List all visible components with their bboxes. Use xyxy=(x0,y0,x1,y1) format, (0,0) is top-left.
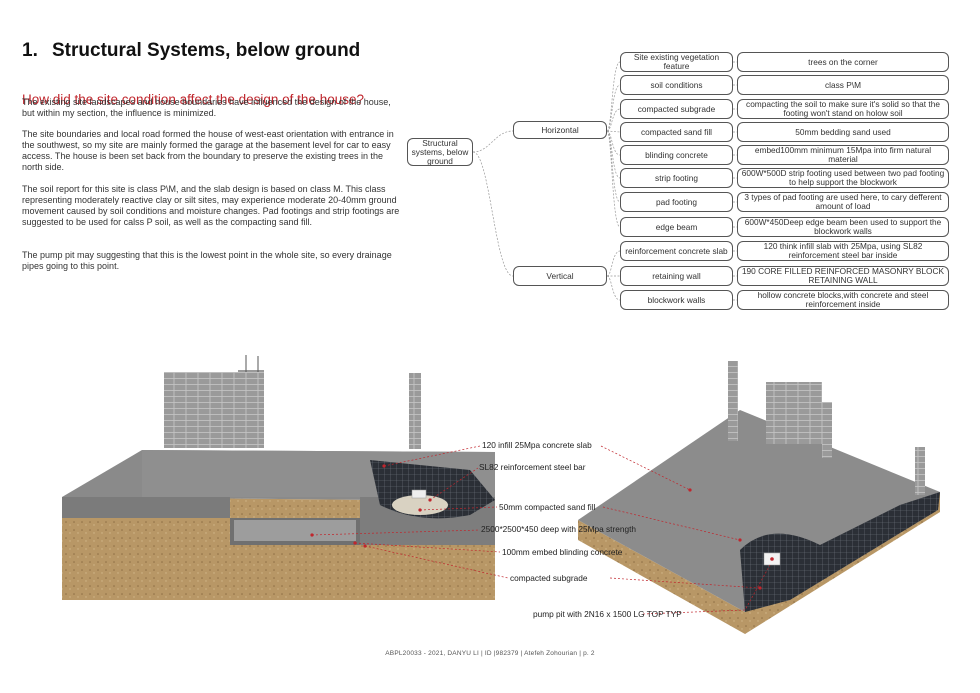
annotation-concrete-slab: 120 infill 25Mpa concrete slab xyxy=(482,440,592,450)
annotation-markers xyxy=(310,464,762,590)
title-text: Structural Systems, below ground xyxy=(52,40,361,61)
tree-item-name: reinforcement concrete slab xyxy=(620,241,733,261)
tree-horizontal-box: Horizontal xyxy=(513,121,607,139)
annotation-pad-footing: 2500*2500*450 deep with 25Mpa strength xyxy=(481,524,636,534)
annotation-sand-fill: 50mm compacted sand fill xyxy=(499,502,596,512)
tree-item-name: compacted subgrade xyxy=(620,99,733,119)
annotation-blinding-concrete: 100mm embed blinding concrete xyxy=(502,547,623,557)
tree-root-box: Structural systems, below ground xyxy=(407,138,473,166)
tree-item-desc: 600W*500D strip footing used between two… xyxy=(737,168,949,188)
tree-item-name: edge beam xyxy=(620,217,733,237)
section-question: How did the site condition affect the de… xyxy=(22,92,364,107)
tree-item-name: soil conditions xyxy=(620,75,733,95)
tree-vertical-box: Vertical xyxy=(513,266,607,286)
tree-item-name: compacted sand fill xyxy=(620,122,733,142)
section-illustration xyxy=(62,355,495,600)
page-footer: ABPL20033 - 2021, DANYU LI | ID |982379 … xyxy=(385,650,595,657)
tree-item-desc: compacting the soil to make sure it's so… xyxy=(737,99,949,119)
tree-item-desc: trees on the corner xyxy=(737,52,949,72)
tree-item-desc: 50mm bedding sand used xyxy=(737,122,949,142)
tree-item-name: retaining wall xyxy=(620,266,733,286)
annotation-reinforcement-bar: SL82 reinforcement steel bar xyxy=(479,462,586,472)
tree-item-desc: 120 think infill slab with 25Mpa, using … xyxy=(737,241,949,261)
paragraph-soil-report: The soil report for this site is class P… xyxy=(22,184,400,227)
tree-item-desc: embed100mm minimum 15Mpa into firm natur… xyxy=(737,145,949,165)
tree-item-name: Site existing vegetation feature xyxy=(620,52,733,72)
annotation-leaders xyxy=(311,445,771,615)
tree-item-name: blockwork walls xyxy=(620,290,733,310)
page-title: 1. Structural Systems, below ground xyxy=(22,40,360,62)
tree-item-name: strip footing xyxy=(620,168,733,188)
tree-item-name: blinding concrete xyxy=(620,145,733,165)
paragraph-pump-pit: The pump pit may suggesting that this is… xyxy=(22,250,392,271)
title-number: 1. xyxy=(22,40,38,61)
isometric-illustration xyxy=(578,361,940,634)
annotation-compacted-subgrade: compacted subgrade xyxy=(510,573,588,583)
tree-item-desc: hollow concrete blocks,with concrete and… xyxy=(737,290,949,310)
tree-item-desc: class P\M xyxy=(737,75,949,95)
annotation-pump-pit: pump pit with 2N16 x 1500 LG TOP TYP xyxy=(533,609,682,619)
tree-item-desc: 600W*450Deep edge beam been used to supp… xyxy=(737,217,949,237)
paragraph-site-landscape: The existing site landscapes and house b… xyxy=(22,97,391,118)
tree-item-name: pad footing xyxy=(620,192,733,212)
tree-item-desc: 3 types of pad footing are used here, to… xyxy=(737,192,949,212)
tree-item-desc: 190 CORE FILLED REINFORCED MASONRY BLOCK… xyxy=(737,266,949,286)
paragraph-site-boundaries: The site boundaries and local road forme… xyxy=(22,129,394,172)
tree-connectors xyxy=(472,61,737,301)
